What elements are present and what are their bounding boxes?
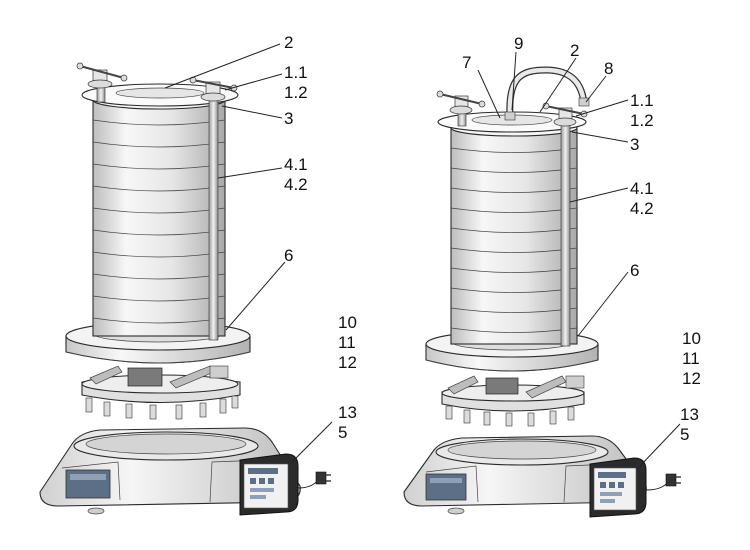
left-knob-back (76, 62, 128, 89)
right-tension-rods (436, 90, 588, 347)
right-callout-13: 13 (680, 405, 699, 424)
right-callout-12: 12 (682, 369, 701, 388)
right-callout-1-1: 1.1 (630, 91, 654, 110)
right-power-cord (645, 473, 681, 491)
left-callout-11: 11 (338, 333, 356, 352)
right-leader-lines (477, 51, 681, 467)
left-callout-1-1: 1.1 (284, 63, 308, 82)
right-callout-3: 3 (630, 135, 639, 154)
right-knob-back (436, 90, 486, 115)
left-callout-10: 10 (338, 313, 357, 332)
left-knob-front (189, 76, 238, 102)
right-callout-6: 6 (630, 261, 639, 280)
right-knob-front (542, 102, 588, 127)
left-callout-12: 12 (338, 353, 357, 372)
right-callout-2: 2 (570, 41, 579, 60)
left-callout-4-1: 4.1 (284, 155, 308, 174)
left-drive-unit (81, 365, 241, 420)
right-drive-unit (441, 375, 585, 427)
right-callout-8: 8 (604, 59, 613, 78)
left-callout-5: 5 (338, 423, 347, 442)
left-leader-lines (164, 43, 333, 463)
left-callouts: 2 1.1 1.2 3 4.1 4.2 6 10 11 12 13 5 (284, 33, 357, 442)
left-callout-13: 13 (338, 403, 357, 422)
left-base-housing (39, 427, 301, 515)
left-callout-3: 3 (284, 109, 293, 128)
left-sieve-stack (81, 83, 239, 337)
right-callout-7: 7 (462, 53, 471, 72)
right-machine: 9 7 2 8 1.1 1.2 3 4.1 4.2 6 10 11 12 13 … (403, 34, 701, 518)
right-callout-5: 5 (680, 425, 689, 444)
left-control-panel (239, 453, 299, 516)
left-callout-6: 6 (284, 246, 293, 265)
left-power-cord (297, 471, 331, 489)
right-base-label-plate (425, 473, 467, 501)
right-callout-4-1: 4.1 (630, 179, 654, 198)
left-callout-2: 2 (284, 33, 293, 52)
left-callout-1-2: 1.2 (284, 83, 308, 102)
right-callout-4-2: 4.2 (630, 199, 654, 218)
right-hose (504, 66, 590, 121)
right-callout-11: 11 (682, 349, 700, 368)
right-callout-1-2: 1.2 (630, 111, 654, 130)
right-callout-10: 10 (682, 329, 701, 348)
right-control-panel (589, 457, 647, 518)
right-callout-9: 9 (514, 34, 523, 53)
left-callout-4-2: 4.2 (284, 175, 308, 194)
left-machine: 2 1.1 1.2 3 4.1 4.2 6 10 11 12 13 5 (39, 33, 357, 516)
right-callouts: 9 7 2 8 1.1 1.2 3 4.1 4.2 6 10 11 12 13 … (462, 34, 701, 444)
left-tension-rods (76, 62, 238, 341)
